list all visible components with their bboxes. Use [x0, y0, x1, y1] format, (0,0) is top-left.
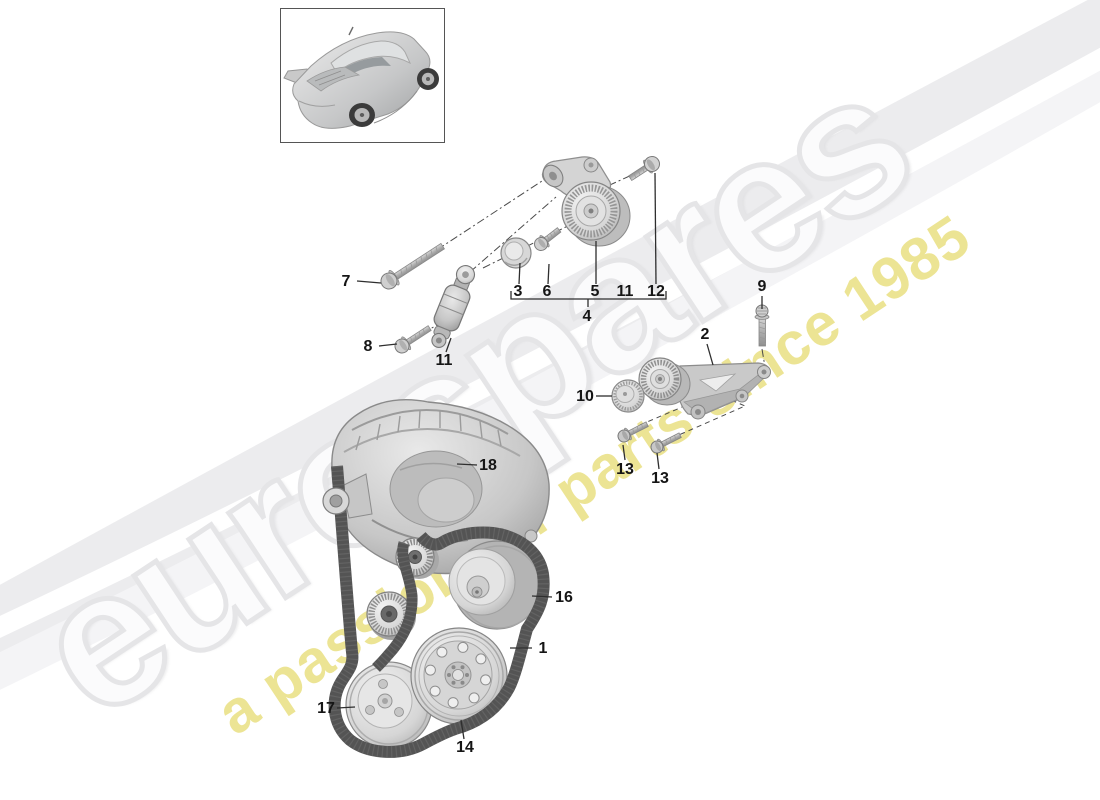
part-11-damper: [431, 265, 476, 349]
callout-10: 10: [576, 388, 594, 405]
callout-3: 3: [514, 283, 523, 300]
part-17-water-pump-pulley: [345, 661, 433, 749]
callout-8: 8: [364, 338, 373, 355]
callout-12: 12: [647, 283, 665, 300]
callout-16: 16: [555, 589, 573, 606]
callout-4: 4: [583, 308, 592, 325]
callout-17: 17: [317, 700, 335, 717]
callout-labels: 7 8 11 3 6 5 11 12 4 9 2 10 13 13 18 16 …: [317, 273, 766, 756]
callout-1: 1: [539, 640, 548, 657]
callout-11-group: 11: [617, 283, 634, 300]
callout-13-a: 13: [616, 461, 634, 478]
callout-11-damper: 11: [436, 352, 453, 369]
part-12-bolt: [628, 156, 660, 182]
part-10-roller: [611, 379, 645, 413]
part-8-bolt: [394, 325, 432, 354]
callout-5: 5: [591, 283, 600, 300]
vehicle-thumbnail: [280, 8, 445, 143]
part-16-pulley: [448, 540, 542, 630]
part-13-bolt-a: [617, 421, 649, 443]
callout-2: 2: [701, 326, 710, 343]
part-3-washer: [500, 237, 532, 269]
part-7-bolt: [380, 242, 445, 290]
leader-lines: [336, 172, 763, 740]
vehicle-illustration: [283, 26, 439, 129]
part-14-crank-pulley: [410, 627, 508, 725]
part-9-bolt: [754, 304, 770, 347]
part-1-belt: [328, 465, 550, 758]
group-bracket-4: [510, 291, 667, 307]
alternator-mount-eye: [322, 487, 350, 515]
part-5-tensioner: [541, 156, 631, 247]
callout-7: 7: [342, 273, 351, 290]
part-6-bolt: [534, 227, 562, 251]
callout-9: 9: [758, 278, 767, 295]
callout-14: 14: [456, 739, 474, 756]
part-2-bracket: [638, 357, 771, 420]
callout-13-b: 13: [651, 470, 669, 487]
callout-18: 18: [479, 457, 497, 474]
callout-6: 6: [543, 283, 552, 300]
part-13-bolt-b: [650, 432, 682, 454]
